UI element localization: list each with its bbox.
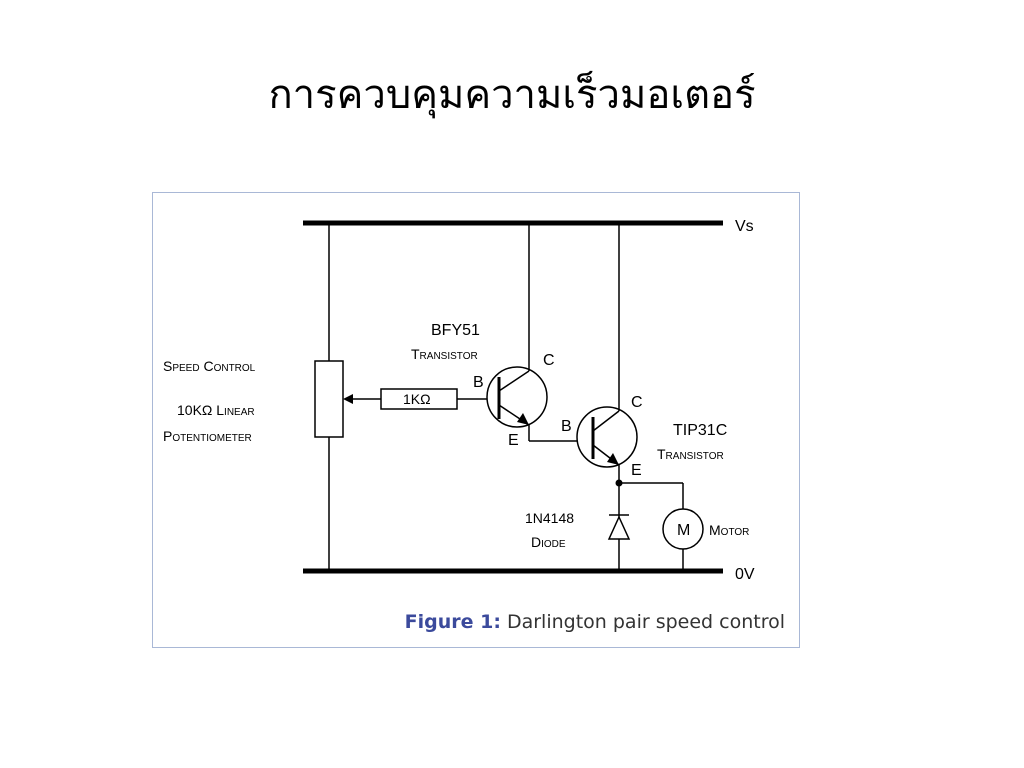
slide-title: การควบคุมความเร็วมอเตอร์ — [268, 72, 756, 118]
diode-name-label: 1N4148 — [525, 510, 574, 526]
pot-label-line2: Potentiometer — [163, 428, 252, 444]
q1-collector-label: C — [543, 352, 555, 369]
speed-control-label: Speed Control — [163, 358, 256, 374]
zero-v-label: 0V — [735, 566, 755, 583]
motor-symbol-label: M — [677, 522, 690, 539]
diode-1n4148 — [607, 514, 631, 540]
q1-type-label: Transistor — [411, 346, 478, 362]
q1-name-label: BFY51 — [431, 322, 480, 339]
motor-label: Motor — [709, 522, 749, 538]
q2-collector-label: C — [631, 394, 643, 411]
wiper-arrow-icon — [343, 394, 353, 404]
diode-type-label: Diode — [531, 534, 566, 550]
potentiometer — [314, 223, 344, 571]
figure-caption: Figure 1: Darlington pair speed control — [405, 611, 785, 633]
vs-label: Vs — [735, 218, 754, 235]
resistor-label: 1KΩ — [403, 391, 431, 407]
circuit-schematic: Vs 0V Speed Control 10KΩ Linear Potentio… — [163, 218, 755, 583]
transistor-bfy51 — [486, 223, 593, 442]
q2-emitter-label: E — [631, 462, 642, 479]
q1-emitter-label: E — [508, 432, 519, 449]
figure-caption-text: Darlington pair speed control — [500, 611, 785, 633]
q1-base-label: B — [473, 374, 484, 391]
q2-type-label: Transistor — [657, 446, 724, 462]
figure-caption-label: Figure 1: — [404, 611, 501, 633]
circuit-figure: Vs 0V Speed Control 10KΩ Linear Potentio… — [152, 192, 800, 648]
q2-base-label: B — [561, 418, 572, 435]
transistor-tip31c — [576, 223, 638, 571]
q2-name-label: TIP31C — [673, 422, 727, 439]
pot-label-line1: 10KΩ Linear — [177, 402, 255, 418]
